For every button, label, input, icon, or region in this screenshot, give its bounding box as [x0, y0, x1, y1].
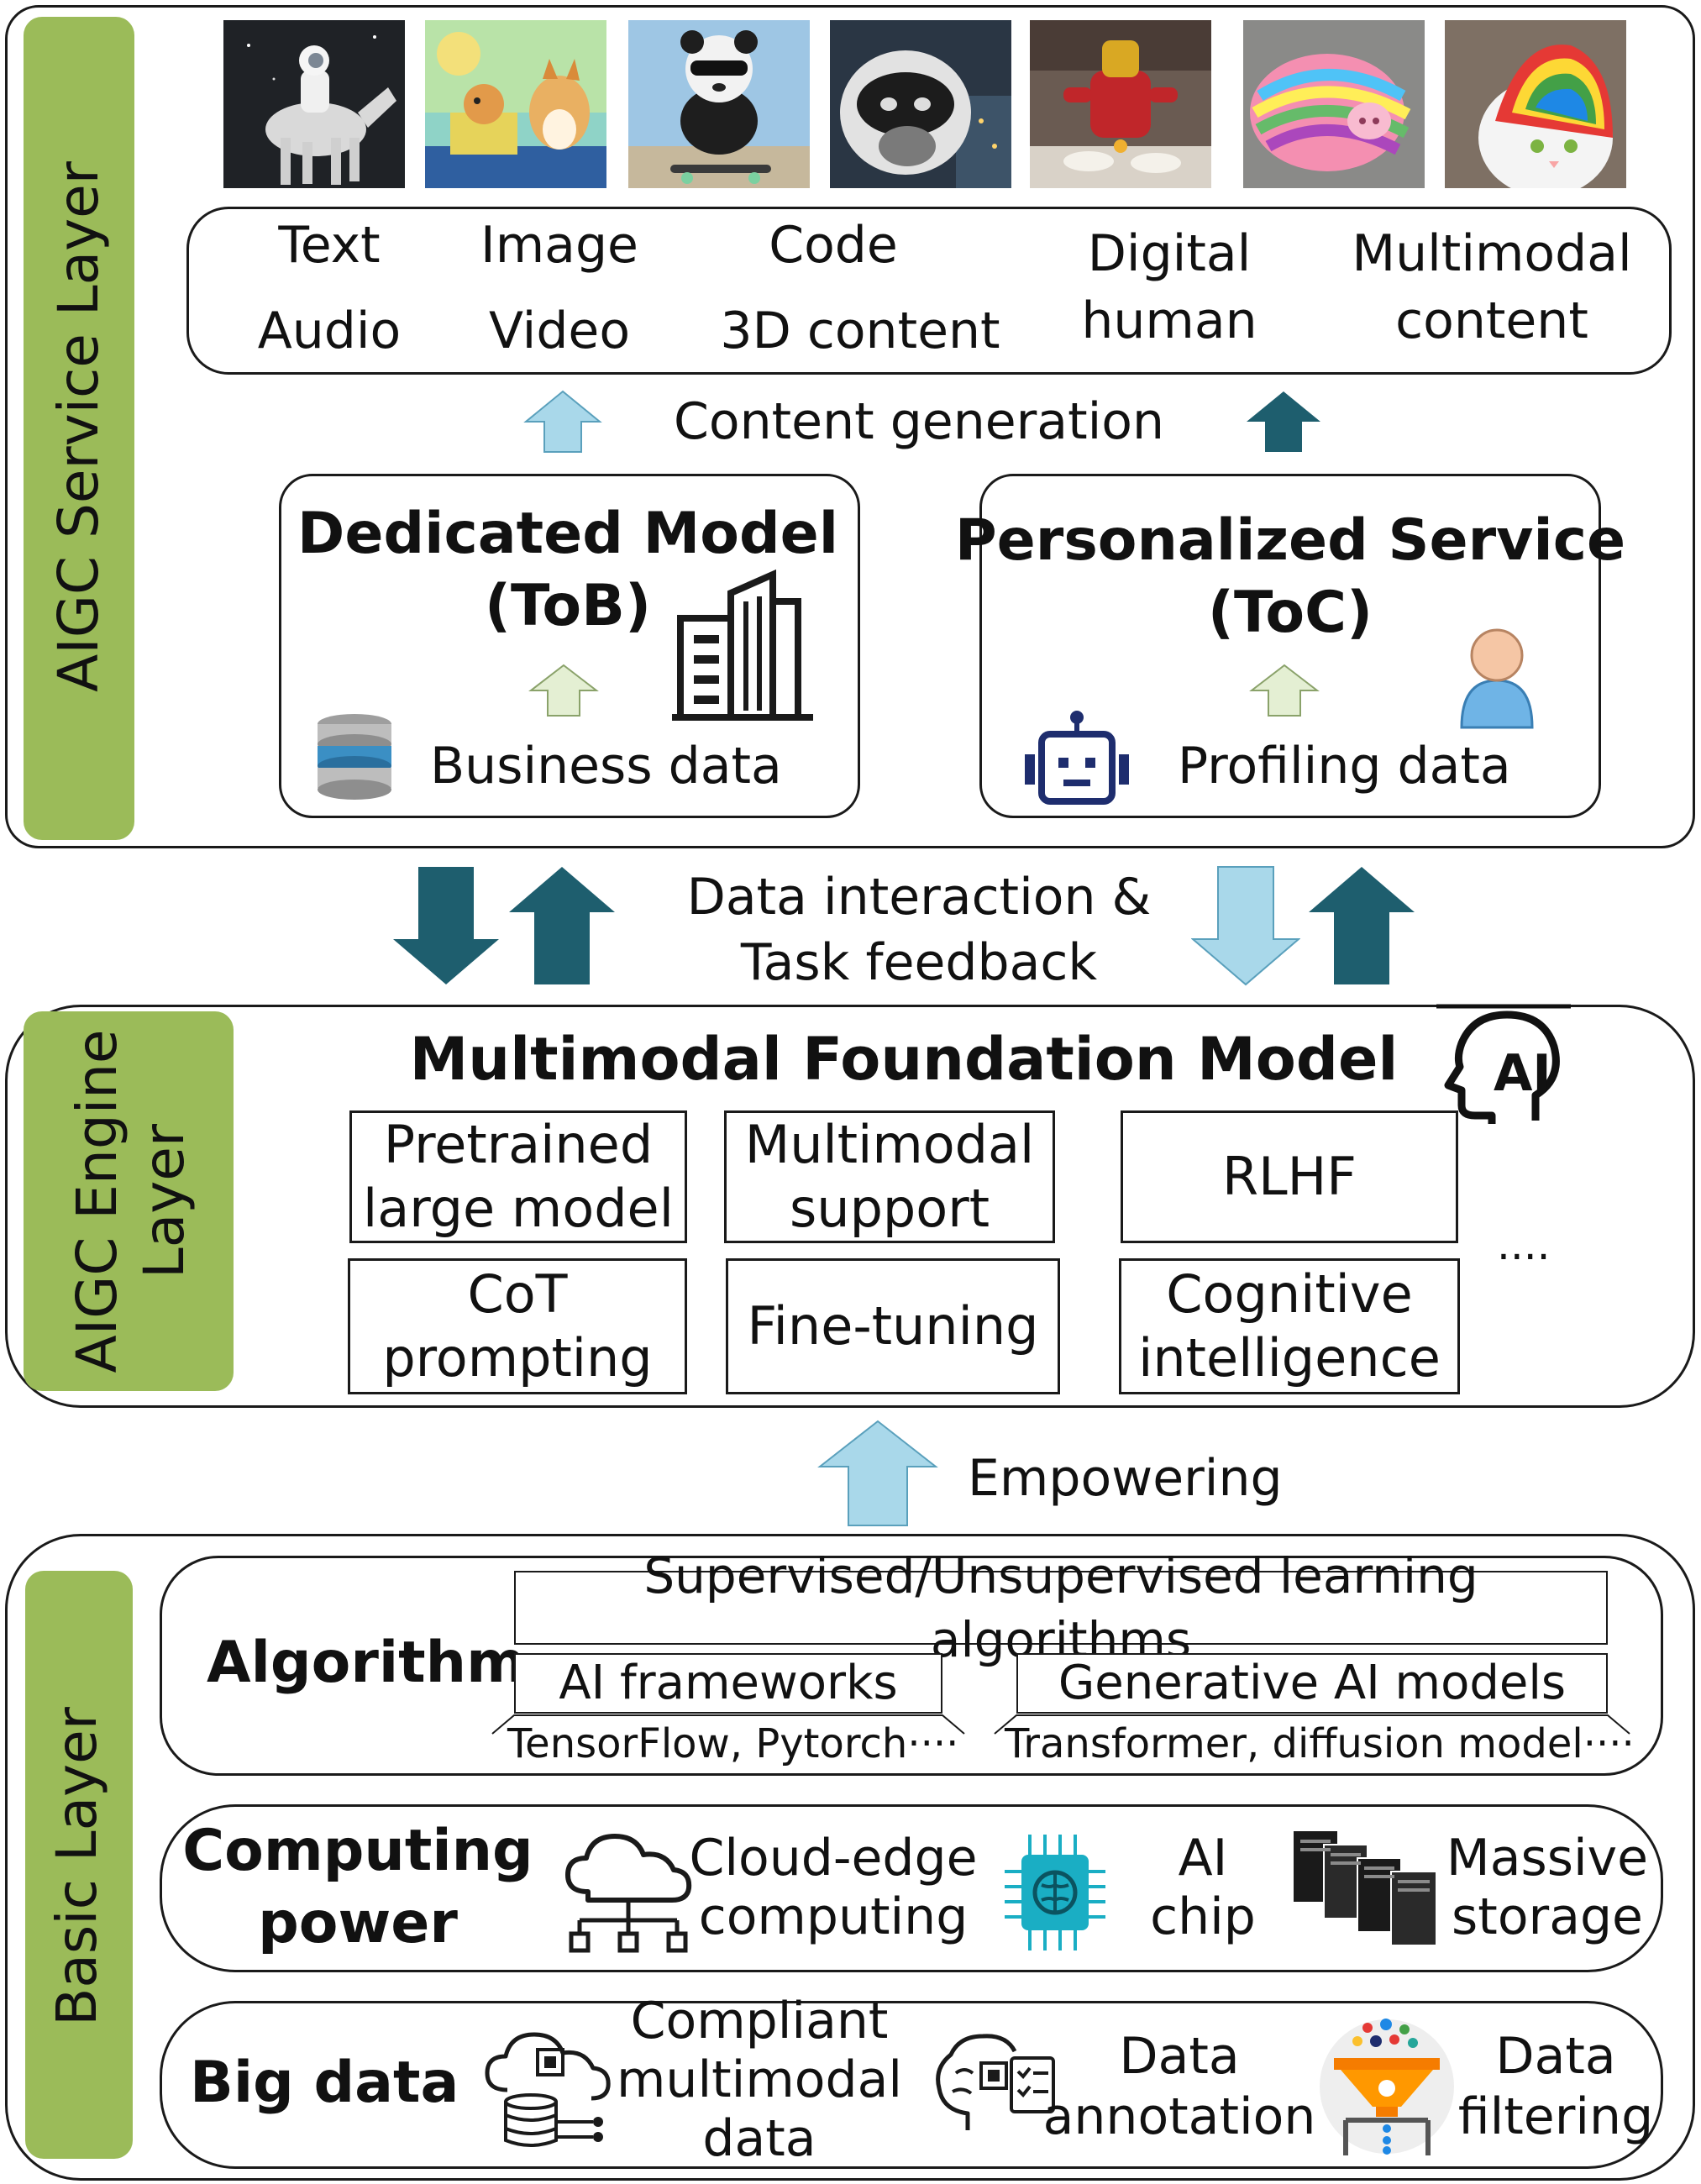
up-arrow-pale-icon [528, 664, 600, 717]
brain-annotation-icon [931, 2029, 1057, 2139]
personalized-service-title: Personalized Service [954, 507, 1626, 574]
down-arrow-dark-icon [391, 865, 501, 986]
rlhf-cell: RLHF [1121, 1110, 1458, 1243]
content-generation-label: Content generation [673, 392, 1165, 451]
content-type-video: Video [488, 302, 631, 360]
thumbnail-cat-dog-painting [425, 20, 606, 188]
content-type-multimodal-line1: Multimodal [1352, 224, 1632, 283]
service-layer-tag [24, 17, 134, 840]
algorithm-label: Algorithm [207, 1630, 526, 1696]
data-filtering-label-line2: filtering [1457, 2087, 1654, 2146]
personalized-service-subtitle: (ToC) [1207, 580, 1373, 646]
thumbnail-rainbow-pig [1243, 20, 1425, 188]
content-types-box [186, 207, 1672, 375]
content-type-multimodal-line2: content [1395, 291, 1588, 350]
thumbnail-astronaut-horse [223, 20, 405, 188]
svg-text:AI: AI [1494, 1044, 1551, 1103]
up-arrow-dark-icon [1243, 390, 1324, 454]
thumbnail-panda-skateboard [628, 20, 810, 188]
up-arrow-dark-icon [507, 865, 617, 986]
compliant-data-label-line2: multimodal [616, 2050, 903, 2109]
content-type-3d: 3D content [720, 302, 1000, 360]
engine-layer-label-line1: AIGC Engine [65, 1029, 129, 1373]
ai-chip-icon [1003, 1830, 1107, 1956]
up-arrow-pale-icon [1248, 664, 1320, 717]
dedicated-model-subtitle: (ToB) [484, 573, 652, 639]
user-icon [1455, 622, 1539, 731]
cloud-edge-label-line2: computing [698, 1887, 969, 1946]
robot-icon [1023, 709, 1131, 806]
big-data-label: Big data [190, 2050, 459, 2116]
ai-head-icon: AI [1436, 1003, 1571, 1129]
thumbnail-rainbow-cat [1445, 20, 1626, 188]
business-data-label: Business data [430, 737, 782, 795]
interaction-label-line2: Task feedback [740, 933, 1098, 992]
massive-storage-label-line1: Massive [1446, 1829, 1649, 1887]
fine-tuning-cell: Fine-tuning [726, 1258, 1060, 1394]
up-arrow-light-icon [816, 1420, 939, 1527]
computing-power-label-line2: power [258, 1890, 458, 1956]
empowering-label: Empowering [968, 1449, 1283, 1508]
basic-layer-label: Basic Layer [45, 1707, 109, 2026]
content-type-digital-human-line2: human [1081, 291, 1257, 350]
data-annotation-label-line1: Data [1119, 2027, 1240, 2086]
content-type-digital-human-line1: Digital [1087, 224, 1252, 283]
server-storage-icon [1290, 1828, 1440, 1947]
computing-power-label-line1: Computing [182, 1818, 533, 1884]
profiling-data-label: Profiling data [1178, 737, 1511, 795]
ai-frameworks-box: AI frameworks [514, 1653, 942, 1714]
dedicated-model-title: Dedicated Model [297, 501, 839, 567]
building-icon [672, 568, 813, 722]
service-layer-label: AIGC Service Layer [46, 161, 111, 692]
ai-chip-label-line1: AI [1178, 1829, 1228, 1887]
cloud-database-icon [484, 2024, 618, 2150]
generative-ai-models-box: Generative AI models [1016, 1653, 1608, 1714]
engine-layer-label-line2: Layer [132, 1123, 197, 1279]
engine-layer-tag [24, 1011, 234, 1391]
content-type-text: Text [278, 216, 381, 275]
compliant-data-label-line3: data [702, 2109, 816, 2168]
learning-algorithms-box: Supervised/Unsupervised learning algorit… [514, 1547, 1608, 1668]
content-type-image: Image [480, 216, 638, 275]
content-type-audio: Audio [257, 302, 402, 360]
compliant-data-label-line1: Compliant [630, 1992, 889, 2050]
content-type-code: Code [769, 216, 898, 275]
down-arrow-light-icon [1191, 865, 1300, 986]
genai-bracket [993, 1714, 1631, 1735]
massive-storage-label-line2: storage [1452, 1887, 1643, 1946]
thumbnail-raccoon-helmet [830, 20, 1011, 188]
thumbnail-robot-kitchen [1030, 20, 1211, 188]
interaction-label-line1: Data interaction & [686, 868, 1152, 927]
basic-layer-tag [25, 1571, 133, 2159]
engine-layer-title: Multimodal Foundation Model [409, 1025, 1399, 1094]
database-icon [312, 712, 396, 805]
cloud-network-icon [563, 1828, 694, 1954]
more-ellipsis: .... [1497, 1221, 1551, 1269]
cloud-edge-label-line1: Cloud-edge [689, 1829, 978, 1887]
ai-frameworks-examples: TensorFlow, Pytorch···· [507, 1720, 959, 1767]
frameworks-bracket [491, 1714, 966, 1735]
funnel-filter-icon [1317, 2016, 1457, 2157]
data-filtering-label-line1: Data [1495, 2027, 1616, 2086]
data-annotation-label-line2: annotation [1042, 2087, 1316, 2146]
ai-chip-label-line2: chip [1150, 1887, 1256, 1946]
up-arrow-light-icon [522, 390, 603, 454]
generative-ai-examples: Transformer, diffusion model···· [1005, 1720, 1635, 1767]
up-arrow-dark-icon [1307, 865, 1416, 986]
